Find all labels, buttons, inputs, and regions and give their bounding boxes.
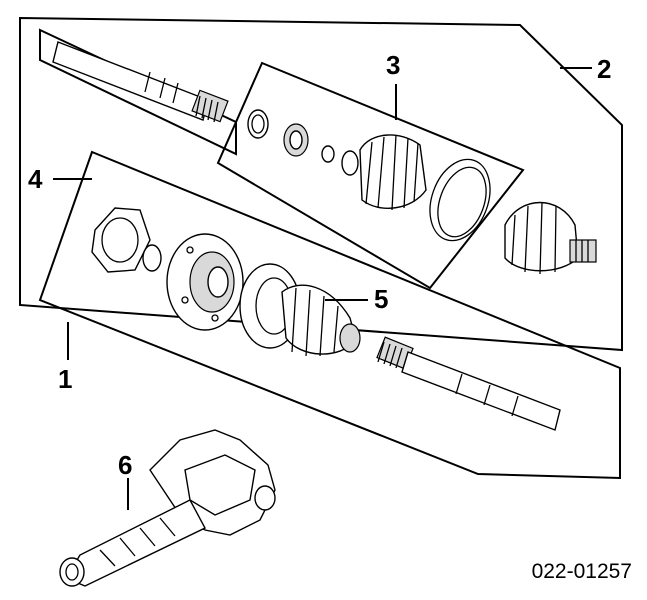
callout-2: 2: [597, 54, 611, 84]
panel-outer-joint-kit: [216, 61, 525, 290]
differential-housing: [59, 429, 276, 587]
panel-inner-joint-kit: [38, 150, 621, 480]
lower-half-shaft: [376, 336, 561, 431]
outer-assembly-frame: [19, 16, 623, 352]
upper-half-shaft: [52, 41, 229, 123]
leader-lines: [53, 67, 592, 510]
callout-6: 6: [118, 450, 132, 480]
callout-4: 4: [28, 164, 43, 194]
callout-1: 1: [58, 364, 72, 394]
diagram-code: 022-01257: [532, 560, 632, 583]
outer-joint-kit-parts: [247, 109, 597, 275]
inner-joint-kit-parts: [91, 207, 361, 357]
callout-5: 5: [374, 284, 388, 314]
callout-3: 3: [386, 50, 400, 80]
